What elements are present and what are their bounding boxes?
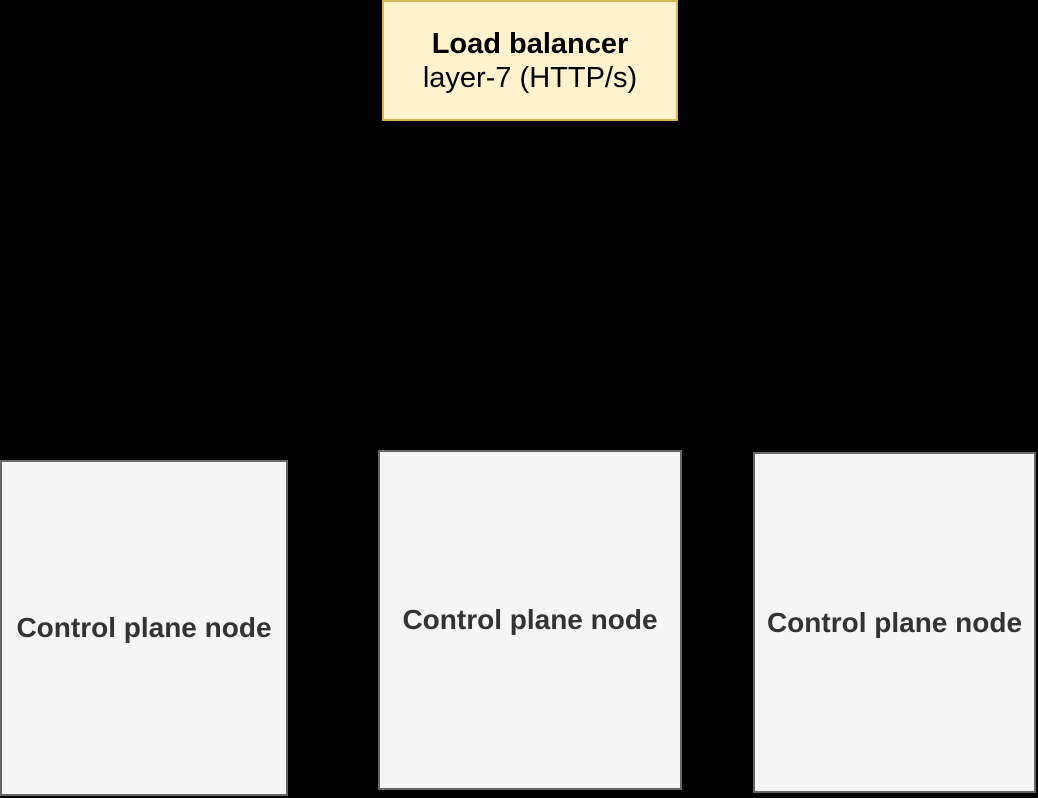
- load-balancer-subtitle: layer-7 (HTTP/s): [422, 61, 638, 94]
- control-plane-node-label: Control plane node: [766, 606, 1023, 638]
- load-balancer-title: Load balancer: [431, 27, 629, 60]
- control-plane-node-3: Control plane node: [753, 452, 1036, 793]
- control-plane-node-label: Control plane node: [16, 612, 272, 643]
- control-plane-node-1: Control plane node: [0, 460, 288, 796]
- load-balancer-box: Load balancer layer-7 (HTTP/s): [382, 0, 678, 121]
- control-plane-node-label: Control plane node: [402, 604, 658, 635]
- control-plane-node-2: Control plane node: [378, 450, 682, 790]
